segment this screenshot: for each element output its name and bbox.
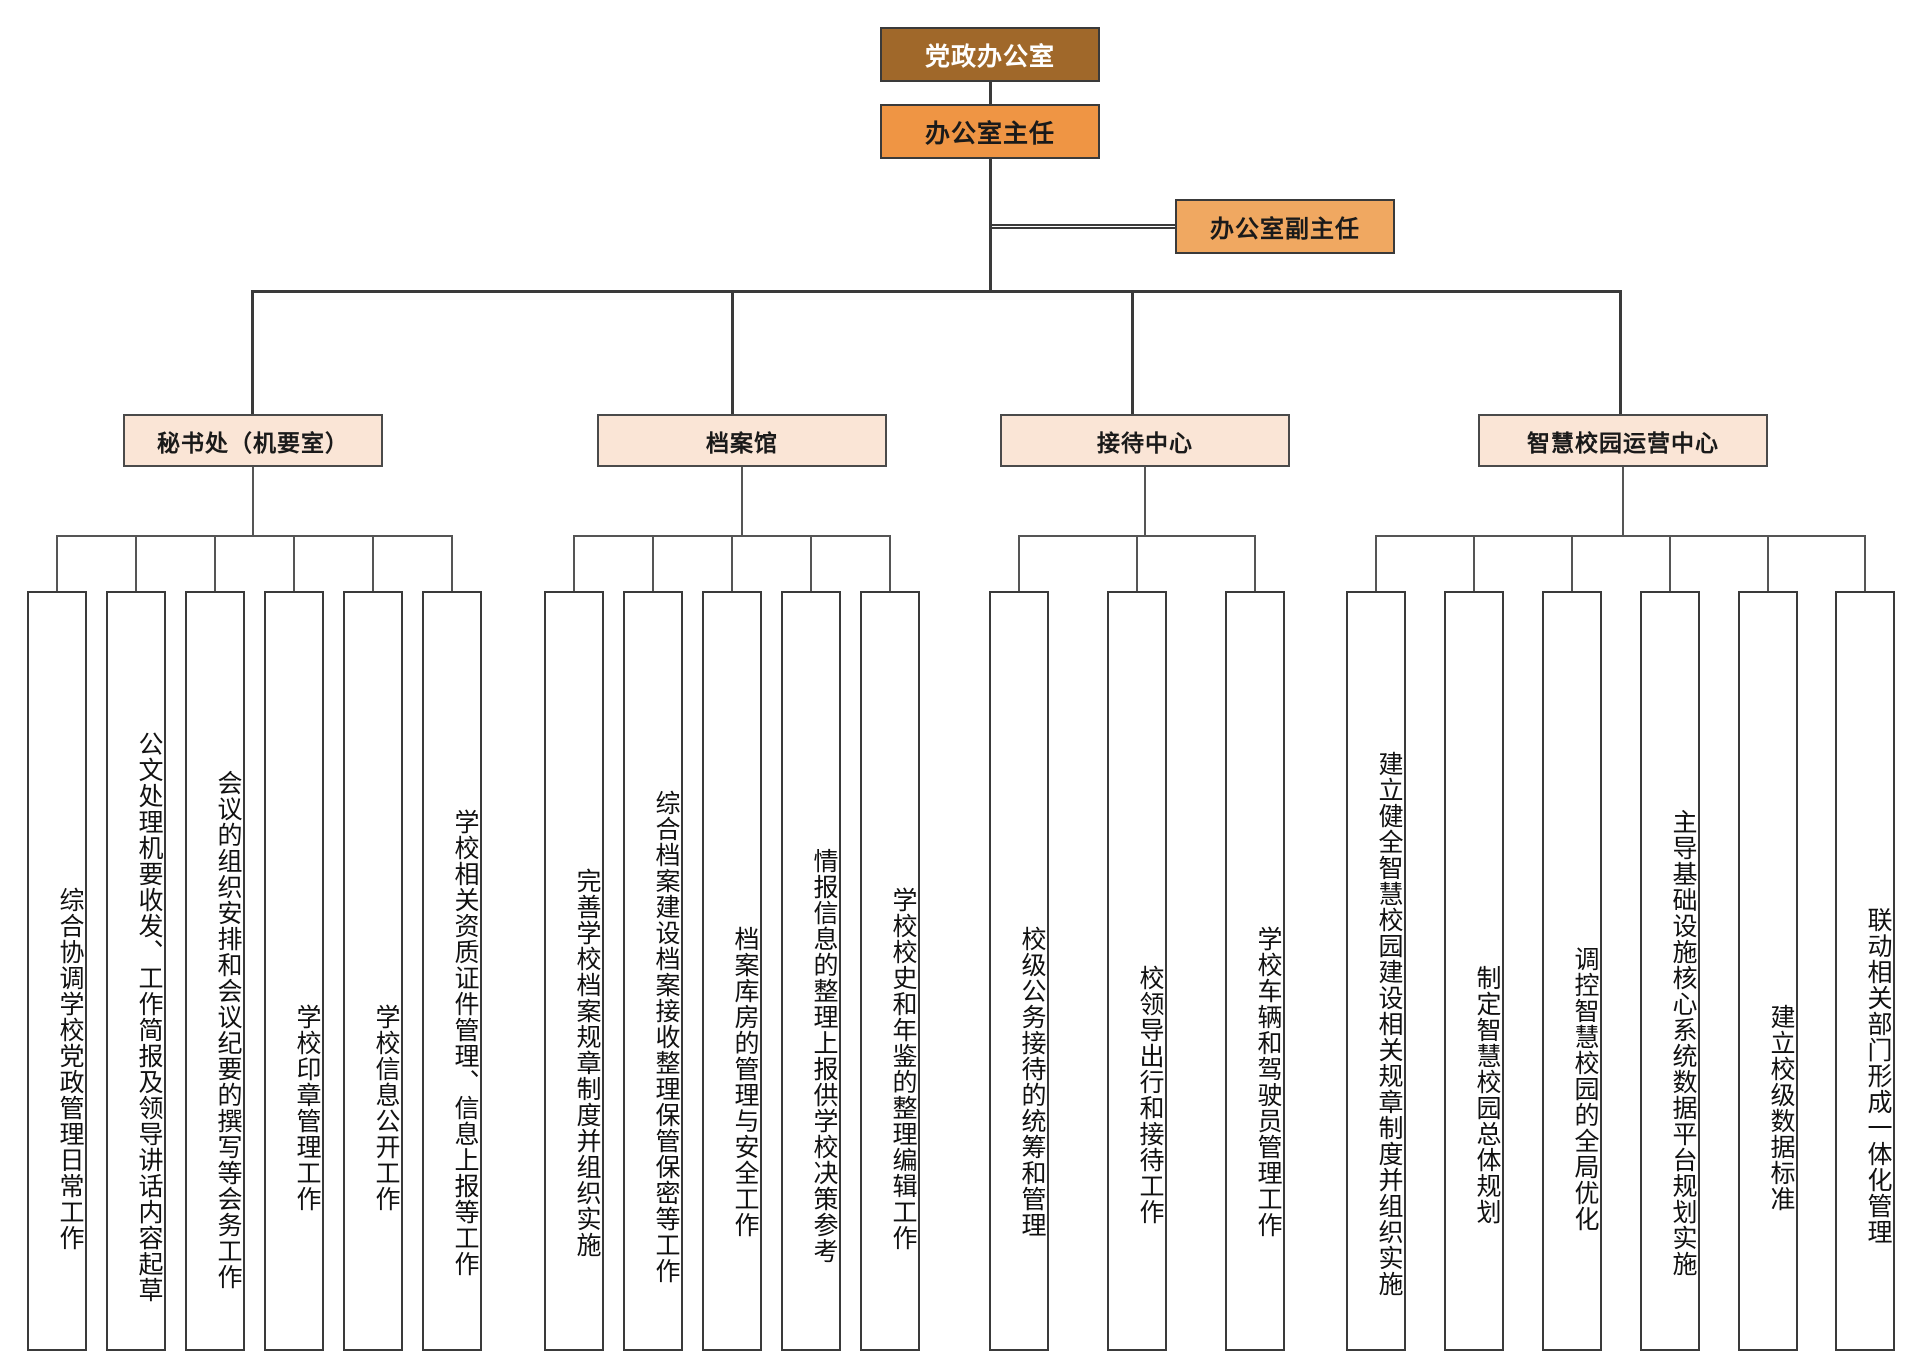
- leaf-secretariat-5-label: 学校相关资质证件管理、信息上报等工作: [451, 809, 480, 1277]
- leaf-smart-campus-3[interactable]: 主导基础设施核心系统数据平台规划实施: [1640, 591, 1700, 1351]
- leaf-secretariat-3-label: 学校印章管理工作: [293, 1004, 322, 1212]
- leaf-smart-campus-4-label: 建立校级数据标准: [1767, 1004, 1796, 1212]
- node-department-secretariat[interactable]: 秘书处（机要室）: [123, 414, 383, 467]
- node-department-reception[interactable]: 接待中心: [1000, 414, 1290, 467]
- leaf-secretariat-4-label: 学校信息公开工作: [372, 1004, 401, 1212]
- connector-bus-to-secretariat: [251, 290, 254, 414]
- tick-archives-4: [889, 535, 891, 591]
- connector-director-to-deputy: [989, 224, 1175, 229]
- node-office-director[interactable]: 办公室主任: [880, 104, 1100, 159]
- leaf-secretariat-3[interactable]: 学校印章管理工作: [264, 591, 324, 1351]
- node-department-archives-label: 档案馆: [706, 430, 778, 457]
- node-department-smart-campus[interactable]: 智慧校园运营中心: [1478, 414, 1768, 467]
- tick-secretariat-0: [56, 535, 58, 591]
- node-office-deputy-director[interactable]: 办公室副主任: [1175, 199, 1395, 254]
- leaf-reception-2-label: 学校车辆和驾驶员管理工作: [1254, 926, 1283, 1238]
- leaf-secretariat-2[interactable]: 会议的组织安排和会议纪要的撰写等会务工作: [185, 591, 245, 1351]
- leaf-archives-1-label: 综合档案建设档案接收整理保管保密等工作: [652, 789, 681, 1284]
- connector-bus-to-smart-campus: [1619, 290, 1622, 414]
- tick-archives-3: [810, 535, 812, 591]
- connector-reception-down: [1144, 467, 1146, 535]
- connector-bus-to-reception: [1131, 290, 1134, 414]
- leaf-smart-campus-2-label: 调控智慧校园的全局优化: [1571, 945, 1600, 1232]
- tick-smart-campus-1: [1473, 535, 1475, 591]
- leaf-reception-2[interactable]: 学校车辆和驾驶员管理工作: [1225, 591, 1285, 1351]
- node-department-secretariat-label: 秘书处（机要室）: [157, 430, 349, 457]
- tick-smart-campus-2: [1571, 535, 1573, 591]
- tick-archives-2: [731, 535, 733, 591]
- leaf-archives-2[interactable]: 档案库房的管理与安全工作: [702, 591, 762, 1351]
- leaf-reception-1-label: 校领导出行和接待工作: [1136, 965, 1165, 1225]
- leaf-secretariat-1[interactable]: 公文处理机要收发、工作简报及领导讲话内容起草: [106, 591, 166, 1351]
- leaf-smart-campus-0-label: 建立健全智慧校园建设相关规章制度并组织实施: [1375, 750, 1404, 1297]
- leaf-secretariat-2-label: 会议的组织安排和会议纪要的撰写等会务工作: [214, 770, 243, 1290]
- leaf-secretariat-0[interactable]: 综合协调学校党政管理日常工作: [27, 591, 87, 1351]
- connector-smart-campus-down: [1622, 467, 1624, 535]
- node-root-office[interactable]: 党政办公室: [880, 27, 1100, 82]
- leaf-smart-campus-5-label: 联动相关部门形成一体化管理: [1864, 906, 1893, 1245]
- leaf-smart-campus-2[interactable]: 调控智慧校园的全局优化: [1542, 591, 1602, 1351]
- tick-secretariat-5: [451, 535, 453, 591]
- leaf-smart-campus-0[interactable]: 建立健全智慧校园建设相关规章制度并组织实施: [1346, 591, 1406, 1351]
- leaf-archives-0[interactable]: 完善学校档案规章制度并组织实施: [544, 591, 604, 1351]
- node-department-archives[interactable]: 档案馆: [597, 414, 887, 467]
- tick-reception-2: [1254, 535, 1256, 591]
- leaf-archives-3-label: 情报信息的整理上报供学校决策参考: [810, 848, 839, 1264]
- leaf-smart-campus-5[interactable]: 联动相关部门形成一体化管理: [1835, 591, 1895, 1351]
- tick-secretariat-2: [214, 535, 216, 591]
- tick-archives-0: [573, 535, 575, 591]
- connector-archives-down: [741, 467, 743, 535]
- leaf-archives-4-label: 学校校史和年鉴的整理编辑工作: [889, 887, 918, 1251]
- tick-archives-1: [652, 535, 654, 591]
- leaf-secretariat-0-label: 综合协调学校党政管理日常工作: [56, 887, 85, 1251]
- tick-secretariat-1: [135, 535, 137, 591]
- node-office-director-label: 办公室主任: [924, 118, 1055, 148]
- connector-secretariat-down: [252, 467, 254, 535]
- leaf-smart-campus-4[interactable]: 建立校级数据标准: [1738, 591, 1798, 1351]
- leaf-archives-4[interactable]: 学校校史和年鉴的整理编辑工作: [860, 591, 920, 1351]
- tick-smart-campus-4: [1767, 535, 1769, 591]
- tick-secretariat-3: [293, 535, 295, 591]
- tick-secretariat-4: [372, 535, 374, 591]
- connector-root-to-director: [989, 82, 992, 104]
- leaf-smart-campus-1-label: 制定智慧校园总体规划: [1473, 965, 1502, 1225]
- node-department-smart-campus-label: 智慧校园运营中心: [1527, 430, 1719, 457]
- leaf-archives-0-label: 完善学校档案规章制度并组织实施: [573, 867, 602, 1258]
- leaf-smart-campus-3-label: 主导基础设施核心系统数据平台规划实施: [1669, 809, 1698, 1277]
- leaf-secretariat-5[interactable]: 学校相关资质证件管理、信息上报等工作: [422, 591, 482, 1351]
- leaf-archives-2-label: 档案库房的管理与安全工作: [731, 926, 760, 1238]
- bus-departments: [251, 290, 1622, 293]
- bus-secretariat-duties: [56, 535, 453, 537]
- leaf-secretariat-4[interactable]: 学校信息公开工作: [343, 591, 403, 1351]
- leaf-archives-3[interactable]: 情报信息的整理上报供学校决策参考: [781, 591, 841, 1351]
- tick-smart-campus-0: [1375, 535, 1377, 591]
- connector-bus-to-archives: [731, 290, 734, 414]
- tick-reception-0: [1018, 535, 1020, 591]
- tick-reception-1: [1136, 535, 1138, 591]
- tick-smart-campus-3: [1669, 535, 1671, 591]
- node-root-label: 党政办公室: [924, 41, 1055, 71]
- leaf-secretariat-1-label: 公文处理机要收发、工作简报及领导讲话内容起草: [135, 731, 164, 1303]
- leaf-archives-1[interactable]: 综合档案建设档案接收整理保管保密等工作: [623, 591, 683, 1351]
- bus-smart-campus-duties: [1375, 535, 1865, 537]
- node-department-reception-label: 接待中心: [1097, 430, 1193, 457]
- leaf-smart-campus-1[interactable]: 制定智慧校园总体规划: [1444, 591, 1504, 1351]
- leaf-reception-1[interactable]: 校领导出行和接待工作: [1107, 591, 1167, 1351]
- leaf-reception-0[interactable]: 校级公务接待的统筹和管理: [989, 591, 1049, 1351]
- tick-smart-campus-5: [1864, 535, 1866, 591]
- node-office-deputy-director-label: 办公室副主任: [1210, 215, 1360, 243]
- leaf-reception-0-label: 校级公务接待的统筹和管理: [1018, 926, 1047, 1238]
